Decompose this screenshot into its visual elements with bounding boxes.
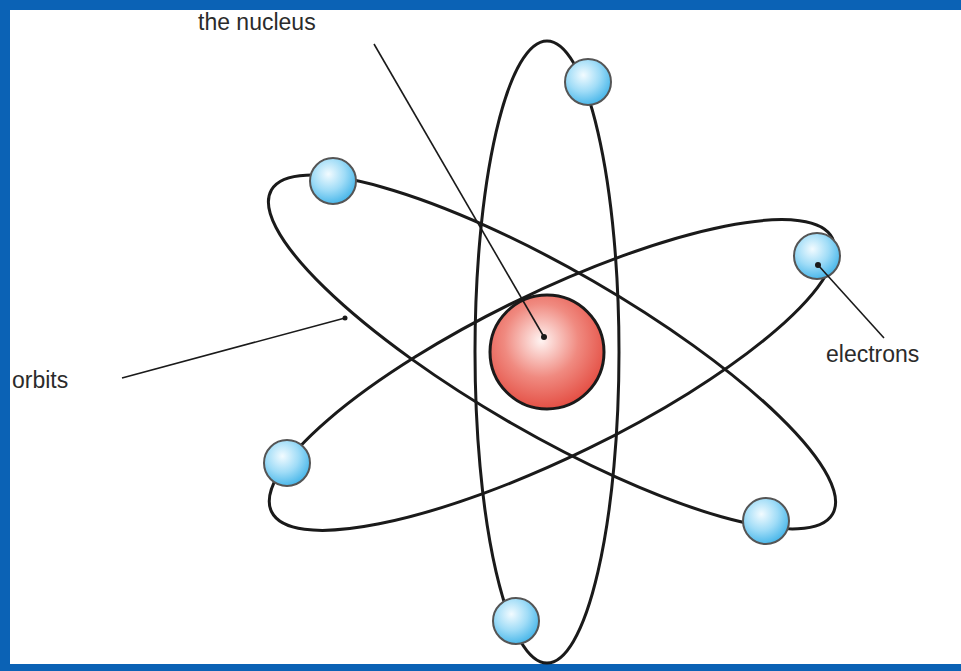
leader-lines [122,44,884,378]
nucleus-circle [490,295,604,409]
electron-dots [264,59,840,644]
leader-dot [343,316,348,321]
page-ground [10,10,961,664]
orbit-ellipse [230,119,873,585]
electron-dot [794,233,840,279]
electron-dot [743,498,789,544]
leader-line [122,318,345,378]
electron-dot [310,158,356,204]
orbit-ellipses [230,41,873,663]
part-label: orbits [12,368,68,393]
leader-line [374,44,544,337]
electron-dot [264,440,310,486]
leader-dot [541,334,547,340]
orbit-ellipse [236,165,869,586]
leader-dot [815,262,821,268]
leader-dots [343,262,822,340]
electron-dot [493,598,539,644]
part-label: electrons [826,342,919,367]
part-label: the nucleus [198,10,316,35]
leader-line [818,265,884,338]
electron-dot [565,59,611,105]
orbit-ellipse [475,41,619,663]
